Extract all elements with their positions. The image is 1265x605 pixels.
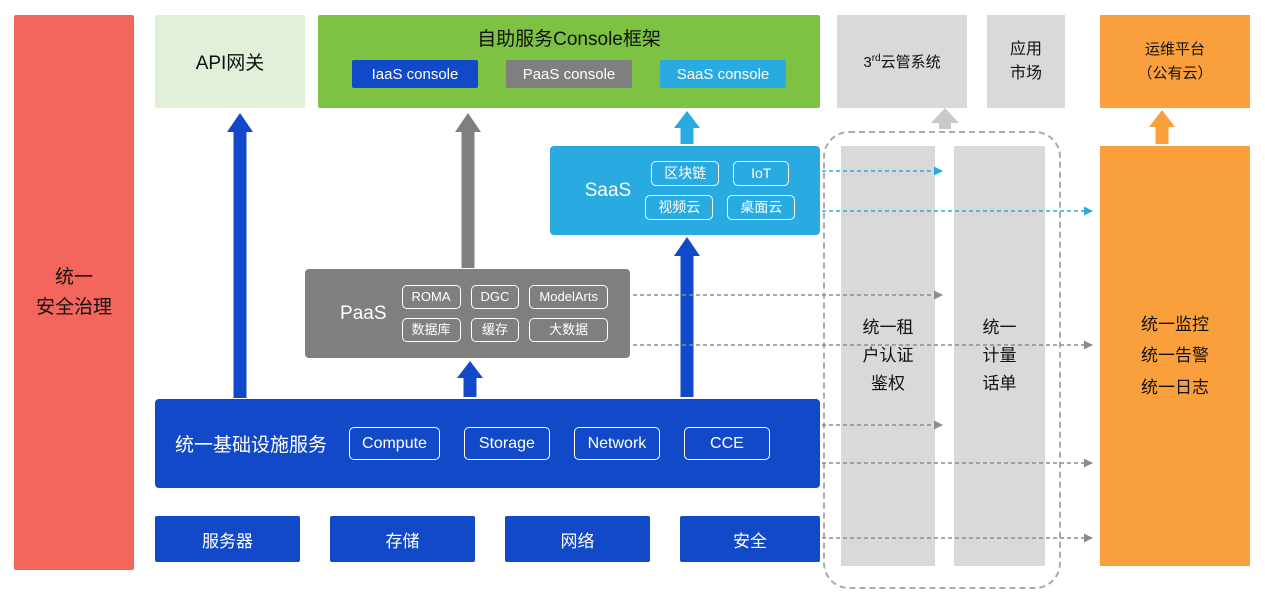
resource-box-server: 服务器 bbox=[155, 516, 300, 562]
third-party-label-sup: rd bbox=[871, 53, 881, 64]
third-party-label-base: 3 bbox=[863, 54, 872, 71]
third-party-cloud-mgmt-box: 3rd云管系统 bbox=[837, 15, 967, 108]
console-buttons: IaaS console PaaS console SaaS console bbox=[352, 60, 786, 88]
saas-label: SaaS bbox=[584, 179, 632, 201]
saas-chip-video-cloud: 视频云 bbox=[645, 195, 714, 220]
arrow-paas-to-console bbox=[455, 113, 481, 268]
infra-chip-network: Network bbox=[573, 426, 660, 461]
api-gateway-box: API网关 bbox=[155, 15, 305, 108]
om-platform-box: 运维平台 （公有云） bbox=[1100, 15, 1250, 108]
arrow-infra-to-paas bbox=[457, 361, 483, 397]
resource-box-security: 安全 bbox=[680, 516, 820, 562]
tenant-auth-bar: 统一租 户认证 鉴权 bbox=[841, 146, 935, 566]
arrow-infra-to-saas bbox=[674, 237, 700, 397]
infrastructure-chips: Compute Storage Network CCE bbox=[349, 426, 770, 461]
paas-chip-database: 数据库 bbox=[401, 318, 461, 342]
metering-billing-bar: 统一 计量 话单 bbox=[954, 146, 1045, 566]
saas-box: SaaS 区块链 IoT 视频云 桌面云 bbox=[550, 146, 820, 235]
resource-box-storage: 存储 bbox=[330, 516, 475, 562]
saas-chips: 区块链 IoT 视频云 桌面云 bbox=[645, 161, 796, 220]
resource-box-network: 网络 bbox=[505, 516, 650, 562]
paas-box: PaaS ROMA DGC ModelArts 数据库 缓存 大数据 bbox=[305, 269, 630, 358]
infra-chip-compute: Compute bbox=[349, 426, 440, 461]
paas-chip-dgc: DGC bbox=[470, 285, 520, 309]
arrow-saas-to-console bbox=[674, 111, 700, 144]
app-market-box: 应用 市场 bbox=[987, 15, 1065, 108]
paas-chip-cache: 缓存 bbox=[470, 318, 520, 342]
infrastructure-service-label: 统一基础设施服务 bbox=[175, 435, 328, 456]
saas-console-button: SaaS console bbox=[660, 60, 786, 88]
tenant-services-dashed-frame bbox=[823, 131, 1061, 589]
paas-label: PaaS bbox=[340, 302, 387, 324]
saas-chip-desktop-cloud: 桌面云 bbox=[727, 195, 796, 220]
infra-chip-storage: Storage bbox=[463, 426, 550, 461]
third-party-cloud-mgmt-label: 3rd云管系统 bbox=[863, 51, 940, 72]
arrow-auth-to-third-cloud bbox=[931, 108, 959, 129]
third-party-label-rest: 云管系统 bbox=[880, 54, 941, 71]
console-framework-box: 自助服务Console框架 IaaS console PaaS console … bbox=[318, 15, 820, 108]
paas-chips: ROMA DGC ModelArts 数据库 缓存 大数据 bbox=[401, 285, 608, 342]
saas-chip-iot: IoT bbox=[733, 161, 790, 186]
paas-chip-bigdata: 大数据 bbox=[529, 318, 608, 342]
monitoring-alarm-log-bar: 统一监控 统一告警 统一日志 bbox=[1100, 146, 1250, 566]
infrastructure-service-bar: 统一基础设施服务 Compute Storage Network CCE bbox=[155, 399, 820, 488]
console-framework-title: 自助服务Console框架 bbox=[477, 29, 661, 50]
saas-chip-row: 区块链 IoT bbox=[645, 161, 795, 186]
saas-chip-row: 视频云 桌面云 bbox=[645, 195, 796, 220]
saas-chip-blockchain: 区块链 bbox=[651, 161, 720, 186]
iaas-console-button: IaaS console bbox=[352, 60, 478, 88]
paas-chip-modelarts: ModelArts bbox=[529, 285, 608, 309]
arrow-infra-to-api-gateway bbox=[227, 113, 253, 398]
security-governance-bar: 统一 安全治理 bbox=[14, 15, 134, 570]
paas-chip-roma: ROMA bbox=[401, 285, 461, 309]
infra-chip-cce: CCE bbox=[683, 426, 770, 461]
paas-console-button: PaaS console bbox=[506, 60, 632, 88]
arrow-monitor-to-om-platform bbox=[1149, 110, 1175, 144]
